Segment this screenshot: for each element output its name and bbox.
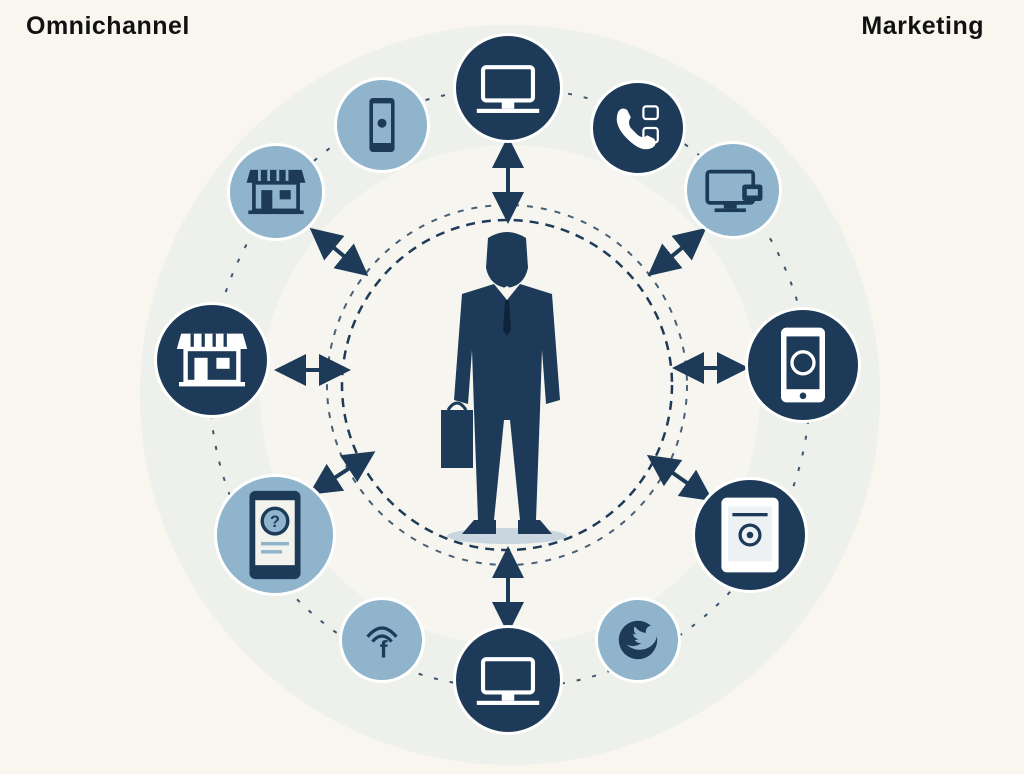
channel-node-circle [593,83,683,173]
title-omnichannel: Omnichannel [26,12,190,40]
tablet-icon [721,497,779,573]
title-marketing: Marketing [861,12,984,40]
svg-text:?: ? [270,513,280,531]
channel-node-desktop-monitor-icon [453,33,563,143]
desktop-monitor-icon [476,65,540,113]
smartphone-app-icon [781,327,825,403]
channel-node-circle [342,600,422,680]
channel-node-storefront-icon [154,302,270,418]
channel-node-phone-call-icon [590,80,686,176]
phone-call-icon [616,105,659,150]
desktop-monitor-icon [476,657,540,705]
arrow-bottom-right [646,454,714,502]
twitter-icon [618,620,662,660]
channel-node-circle [456,36,560,140]
channel-node-circle [157,305,267,415]
facebook-icon: f [366,626,398,664]
channel-node-tablet-icon [692,477,808,593]
storefront-icon [176,333,248,387]
channel-node-circle [230,146,322,238]
channel-node-circle [687,144,779,236]
smartphone-icon [369,98,395,152]
channel-node-storefront-icon [227,143,325,241]
channel-node-twitter-icon [595,597,681,683]
arrow-top-left [309,227,369,277]
channel-node-phone-help-icon: ? [214,474,336,596]
customer-figure-icon [441,232,567,544]
channel-node-desktop-monitor-icon [453,625,563,735]
channel-node-monitor-chat-icon [684,141,782,239]
channel-node-circle [456,628,560,732]
svg-text:f: f [380,637,389,664]
monitor-chat-icon [705,169,763,213]
arrow-top-right [647,227,707,277]
phone-help-icon: ? [249,490,301,580]
channel-node-smartphone-icon [334,77,430,173]
channel-node-facebook-icon: f [339,597,425,683]
storefront-icon [246,169,306,215]
connection-arrows [274,136,749,634]
channel-node-smartphone-app-icon [745,307,861,423]
arrow-bottom-left [308,451,376,495]
